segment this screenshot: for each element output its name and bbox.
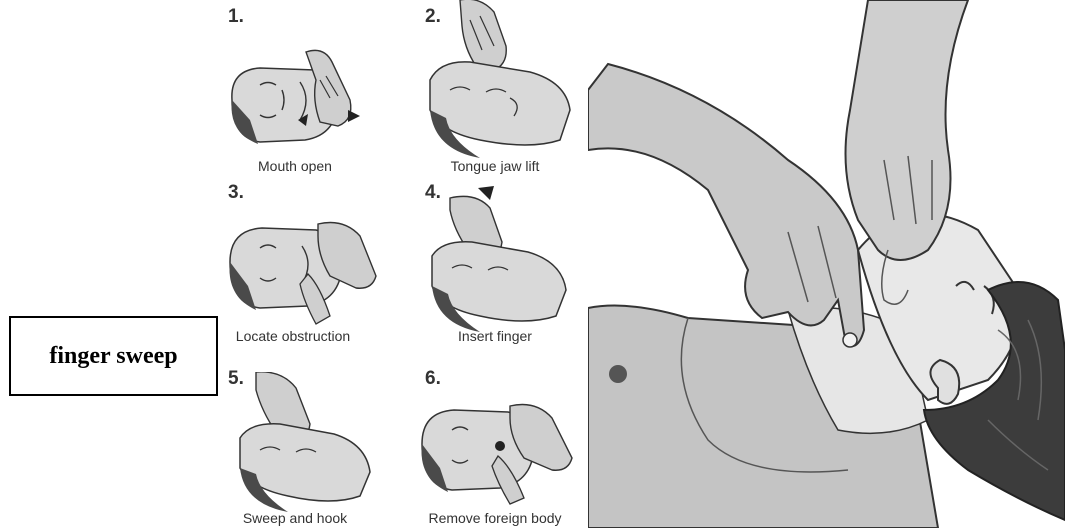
- step-1-caption: Mouth open: [220, 158, 370, 174]
- step-5-caption: Sweep and hook: [220, 510, 370, 526]
- step-3-caption: Locate obstruction: [218, 328, 368, 344]
- step-2-tongue-jaw-lift-illustration: [410, 0, 580, 160]
- finger-sweep-large-illustration: [588, 0, 1065, 528]
- step-6-number: 6.: [425, 368, 441, 390]
- step-4-insert-finger-illustration: [410, 186, 580, 332]
- step-6-remove-foreign-body-illustration: [412, 394, 582, 506]
- step-4-caption: Insert finger: [410, 328, 580, 344]
- finger-sweep-label: finger sweep: [49, 343, 177, 370]
- step-3-locate-obstruction-illustration: [220, 206, 380, 328]
- finger-sweep-label-box: finger sweep: [9, 316, 218, 396]
- step-1-number: 1.: [228, 6, 244, 28]
- step-2-caption: Tongue jaw lift: [410, 158, 580, 174]
- step-5-sweep-and-hook-illustration: [226, 372, 376, 512]
- step-3-number: 3.: [228, 182, 244, 204]
- step-6-caption: Remove foreign body: [410, 510, 580, 526]
- step-1-mouth-open-illustration: [220, 40, 370, 158]
